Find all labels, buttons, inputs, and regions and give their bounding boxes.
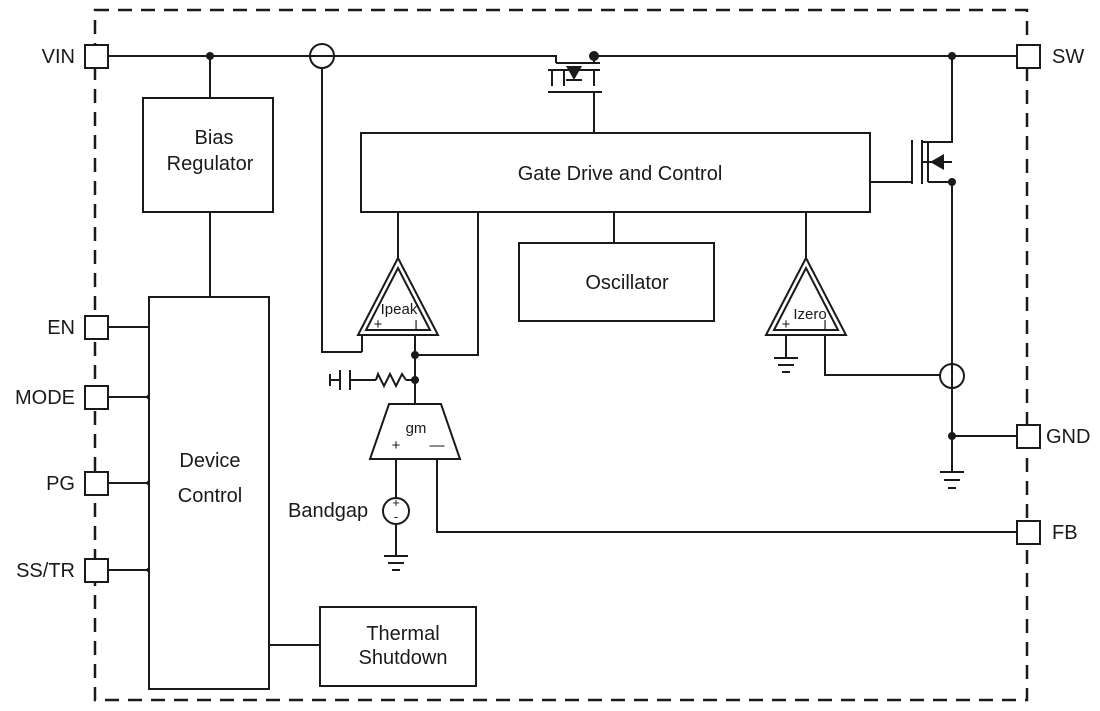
pin-vin-label: VIN	[42, 46, 75, 68]
gate-drive-block: Gate Drive and Control	[360, 132, 871, 213]
izero-label: Izero	[793, 306, 826, 323]
pin-sw: SW	[1016, 44, 1084, 69]
resistor-icon	[375, 371, 407, 389]
thermal-shutdown-line1: Thermal	[366, 623, 439, 645]
pin-mode: MODE	[15, 385, 109, 410]
device-control-line2: Control	[178, 485, 242, 507]
pin-fb-label: FB	[1052, 522, 1078, 544]
bias-regulator-block: Bias Regulator	[142, 97, 274, 213]
gm-amplifier: gm + —	[368, 403, 462, 460]
vin-current-sense-icon	[309, 43, 335, 69]
gm-minus: —	[430, 437, 445, 454]
gnd-current-sense-icon	[939, 363, 965, 389]
ipeak-plus: +	[374, 316, 383, 333]
device-control-line1: Device	[179, 450, 240, 472]
thermal-shutdown-line2: Shutdown	[359, 647, 448, 669]
ipeak-minus: I	[414, 317, 418, 332]
chip-boundary	[93, 8, 1029, 702]
pin-vin: VIN	[42, 44, 109, 69]
high-side-mosfet-icon	[548, 66, 600, 86]
gate-drive-label: Gate Drive and Control	[518, 163, 723, 185]
bandgap-label: Bandgap	[288, 500, 368, 522]
izero-minus: I	[823, 317, 827, 332]
gm-label: gm	[406, 420, 427, 437]
device-control-block: Device Control	[148, 296, 270, 690]
pin-pg: PG	[46, 471, 109, 496]
oscillator-block: Oscillator	[518, 242, 715, 322]
bandgap-plus: +	[392, 495, 400, 510]
pin-ss-tr: SS/TR	[16, 558, 109, 583]
pin-mode-label: MODE	[15, 387, 75, 409]
ground-icon	[940, 471, 964, 489]
low-side-mosfet-icon	[911, 140, 952, 184]
pin-ss-tr-label: SS/TR	[16, 560, 75, 582]
pin-fb: FB	[1016, 520, 1078, 545]
ground-icon	[384, 555, 408, 571]
pin-gnd: GND	[1016, 424, 1090, 449]
bandgap-source-icon: + -	[382, 495, 410, 525]
pin-gnd-label: GND	[1046, 426, 1090, 448]
oscillator-label: Oscillator	[585, 272, 669, 294]
pin-en-label: EN	[47, 317, 75, 339]
thermal-shutdown-block: Thermal Shutdown	[319, 606, 477, 687]
pin-pg-label: PG	[46, 473, 75, 495]
bandgap-minus: -	[394, 509, 398, 524]
pin-sw-label: SW	[1052, 46, 1084, 68]
ipeak-label: Ipeak	[381, 301, 418, 318]
pin-en: EN	[47, 315, 109, 340]
capacitor-icon	[329, 370, 351, 390]
bias-regulator-line1: Bias	[195, 127, 234, 149]
izero-plus: +	[782, 316, 791, 333]
ipeak-comparator: Ipeak + I	[356, 255, 440, 352]
wires	[108, 55, 1017, 646]
izero-comparator: Izero + I	[764, 255, 848, 336]
ground-icon	[774, 357, 798, 373]
bias-regulator-line2: Regulator	[167, 153, 254, 175]
gm-plus: +	[392, 437, 401, 454]
